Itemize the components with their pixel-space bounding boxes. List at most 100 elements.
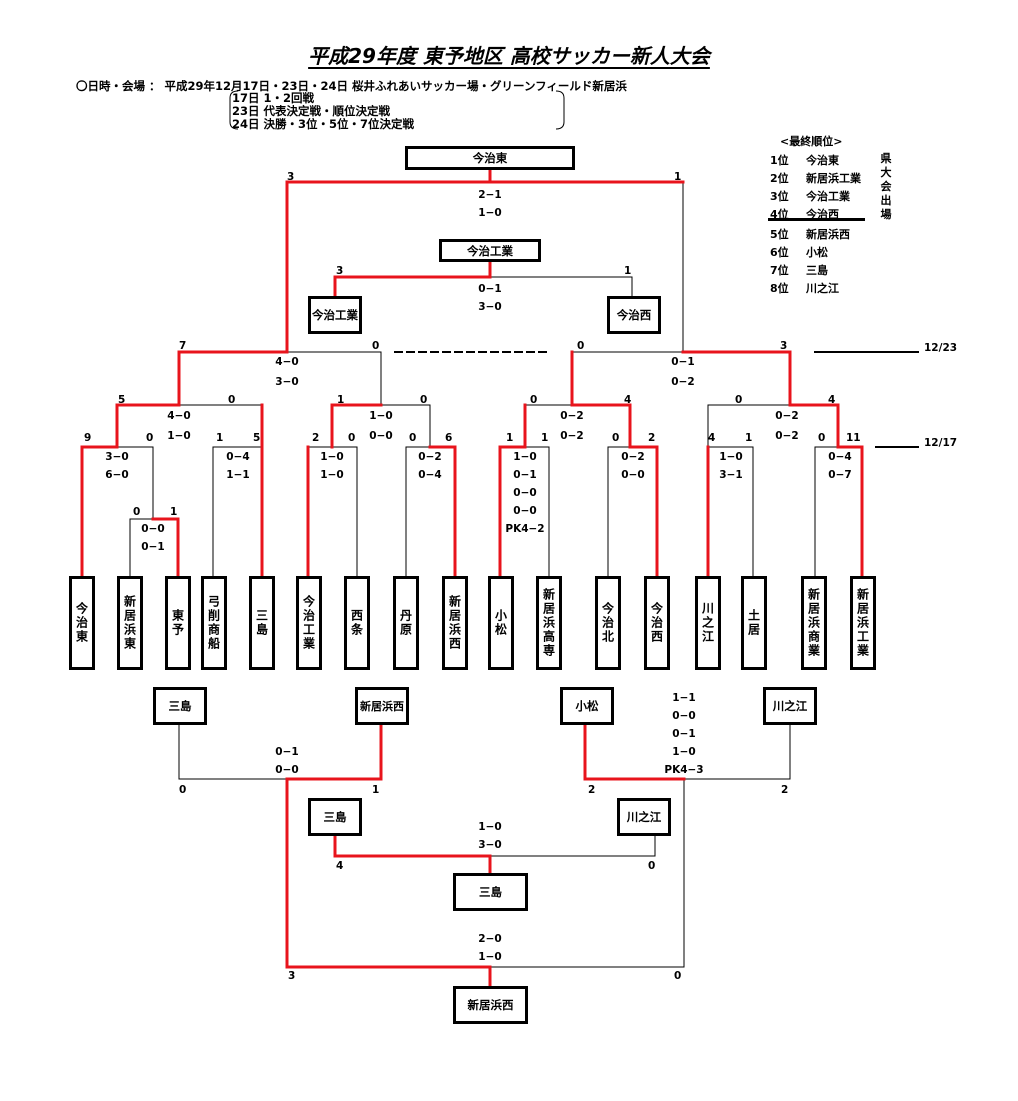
score-label: 1: [541, 432, 549, 444]
score-label: 5: [118, 394, 126, 406]
score-label: 2: [312, 432, 320, 444]
score-label: 0−1: [141, 541, 165, 553]
score-label: 1−0: [672, 746, 696, 758]
score-label: 0−0: [672, 710, 696, 722]
ranking-pos: 5位: [770, 228, 789, 241]
ranking-team: 小松: [806, 246, 828, 259]
bracket-lines-black: [116, 181, 919, 968]
score-label: 0−2: [621, 451, 645, 463]
score-label: 2: [648, 432, 656, 444]
score-label: 1−0: [167, 430, 191, 442]
team-box: 三島: [249, 576, 275, 670]
score-label: 1−0: [478, 821, 502, 833]
team-box: 新居浜商業: [801, 576, 827, 670]
score-label: 0−1: [478, 283, 502, 295]
score-label: 2−1: [478, 189, 502, 201]
score-label: 2: [781, 784, 789, 796]
score-label: 0−0: [513, 505, 537, 517]
team-box: 新居浜東: [117, 576, 143, 670]
score-label: 1−0: [478, 207, 502, 219]
ranking-team: 三島: [806, 264, 828, 277]
date-label-12-23: 12/23: [924, 342, 958, 354]
score-label: 3: [780, 340, 788, 352]
seventh-place-team-box: 川之江: [617, 798, 671, 836]
score-label: 3−0: [478, 839, 502, 851]
ranking-row: 1位今治東: [770, 152, 839, 168]
score-label: 3−0: [105, 451, 129, 463]
consolation-team-box: 三島: [153, 687, 207, 725]
score-label: 0−2: [418, 451, 442, 463]
score-label: 0: [146, 432, 154, 444]
ranking-row: 6位 小松: [770, 244, 828, 260]
consolation-team-box: 小松: [560, 687, 614, 725]
score-label: 0: [420, 394, 428, 406]
score-label: 0: [735, 394, 743, 406]
score-label: 1−0: [478, 951, 502, 963]
schedule-details: 17日 1・2回戦 23日 代表決定戦・順位決定戦 24日 決勝・3位・5位・7…: [228, 90, 566, 131]
team-box: 今治北: [595, 576, 621, 670]
team-box: 今治西: [644, 576, 670, 670]
fifth-place-box: 新居浜西: [453, 986, 528, 1024]
score-label: 0−1: [275, 746, 299, 758]
score-label: 0: [133, 506, 141, 518]
score-label: 4: [336, 860, 344, 872]
score-label: 5: [253, 432, 261, 444]
score-label: 3−0: [478, 301, 502, 313]
score-label: 0−0: [369, 430, 393, 442]
score-label: 0−4: [828, 451, 852, 463]
ranking-row: 3位今治工業: [770, 188, 850, 204]
pk-score-label: PK4−3: [664, 764, 704, 776]
team-box: 新居浜工業: [850, 576, 876, 670]
score-label: 0: [648, 860, 656, 872]
ranking-pos: 8位: [770, 282, 789, 295]
team-box: 川之江: [695, 576, 721, 670]
score-label: 0: [530, 394, 538, 406]
score-label: 1−0: [320, 469, 344, 481]
team-box: 小松: [488, 576, 514, 670]
score-label: 4: [828, 394, 836, 406]
ranking-pos: 2位: [770, 172, 789, 185]
score-label: 0−1: [671, 356, 695, 368]
score-label: 0−1: [513, 469, 537, 481]
score-label: 2: [588, 784, 596, 796]
ranking-row: 8位川之江: [770, 280, 839, 296]
consolation-team-box: 新居浜西: [355, 687, 409, 725]
score-label: 1: [372, 784, 380, 796]
score-label: 0−2: [671, 376, 695, 388]
ranking-title: <最終順位>: [780, 135, 843, 148]
score-label: 0: [348, 432, 356, 444]
score-label: 0−0: [621, 469, 645, 481]
score-label: 9: [84, 432, 92, 444]
score-label: 0−2: [560, 410, 584, 422]
score-label: 1: [506, 432, 514, 444]
score-label: 0: [228, 394, 236, 406]
ranking-row: 2位 新居浜工業: [770, 170, 861, 186]
score-label: 0: [612, 432, 620, 444]
score-label: 1−1: [672, 692, 696, 704]
score-label: 7: [179, 340, 187, 352]
score-label: 0−2: [775, 430, 799, 442]
ranking-pos: 6位: [770, 246, 789, 259]
consolation-team-box: 川之江: [763, 687, 817, 725]
date-label-12-17: 12/17: [924, 437, 958, 449]
ranking-pos: 7位: [770, 264, 789, 277]
ranking-pos: 4位: [770, 208, 789, 221]
team-box: 今治東: [69, 576, 95, 670]
ranking-team: 新居浜西: [806, 228, 850, 241]
ranking-team: 新居浜工業: [806, 172, 861, 185]
semifinal-loser-box-right: 今治西: [607, 296, 661, 334]
score-label: 0: [372, 340, 380, 352]
third-place-box: 今治工業: [439, 239, 541, 262]
page-title: 平成29年度 東予地区 高校サッカー新人大会: [308, 44, 710, 68]
score-label: 1: [674, 171, 682, 183]
score-label: 4−0: [275, 356, 299, 368]
score-label: 3: [288, 970, 296, 982]
ranking-row: 4位今治西: [770, 206, 839, 222]
ranking-row: 5位 新居浜西: [770, 226, 850, 242]
score-label: 2−0: [478, 933, 502, 945]
score-label: 0: [674, 970, 682, 982]
score-label: 1−0: [320, 451, 344, 463]
score-label: 1: [745, 432, 753, 444]
ranking-pos: 1位: [770, 154, 789, 167]
